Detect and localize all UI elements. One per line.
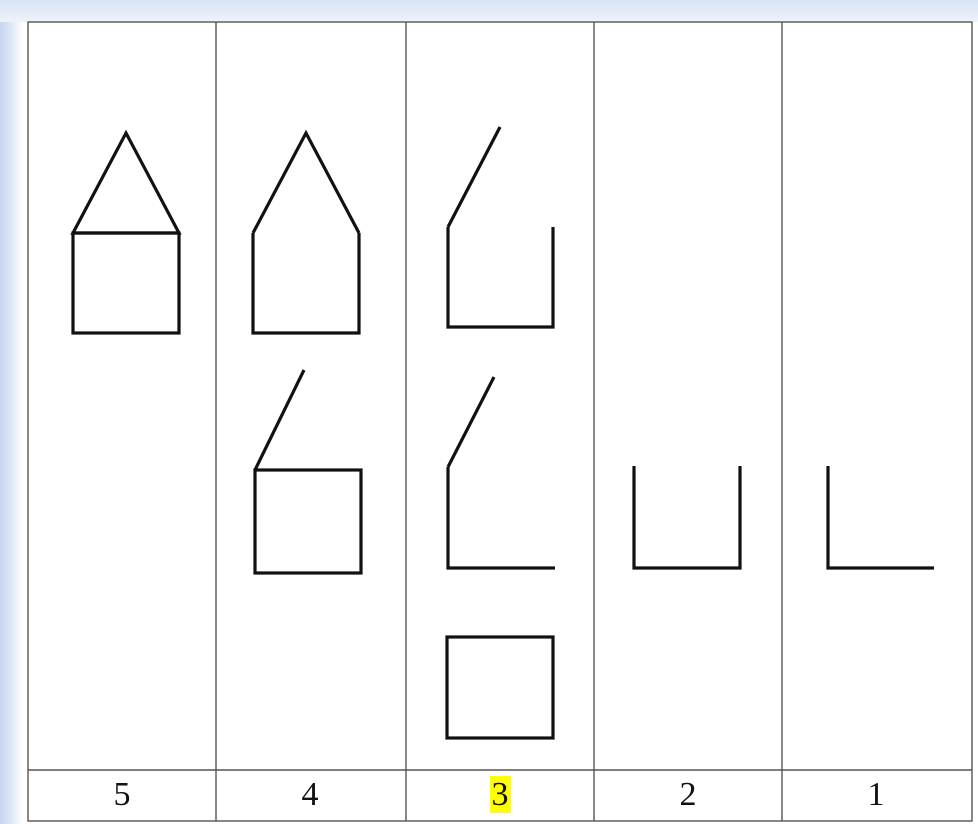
roof-line	[255, 370, 304, 470]
label-text: 4	[300, 776, 321, 813]
label-text-highlighted: 3	[490, 776, 511, 813]
square	[255, 470, 361, 573]
house-walls	[253, 233, 359, 333]
l-shape	[448, 467, 555, 568]
label-text: 1	[866, 776, 887, 813]
table-border	[28, 22, 972, 821]
step-4-square-with-roof-line	[255, 370, 361, 573]
column-label-3: 3	[406, 770, 594, 820]
step-5-house	[73, 133, 179, 333]
label-text: 2	[678, 776, 699, 813]
step-1-l-shape	[828, 466, 934, 568]
step-3-u-with-roof-line	[448, 127, 553, 327]
table-grid	[28, 22, 972, 821]
house-roof	[73, 133, 179, 233]
house-square	[73, 233, 179, 333]
column-label-4: 4	[216, 770, 404, 820]
roof-line	[448, 377, 494, 467]
column-label-2: 2	[594, 770, 782, 820]
column-label-1: 1	[782, 770, 970, 820]
step-4-house-nearly-complete	[253, 133, 359, 333]
u-shape	[448, 227, 553, 327]
label-text: 5	[112, 776, 133, 813]
column-label-5: 5	[28, 770, 216, 820]
l-shape	[828, 466, 934, 568]
step-3-l-with-roof-line	[448, 377, 555, 568]
step-2-u-shape	[634, 466, 740, 568]
square	[447, 637, 553, 738]
step-3-square	[447, 637, 553, 738]
u-shape	[634, 466, 740, 568]
roof-line	[448, 127, 500, 227]
house-roof	[253, 133, 359, 233]
